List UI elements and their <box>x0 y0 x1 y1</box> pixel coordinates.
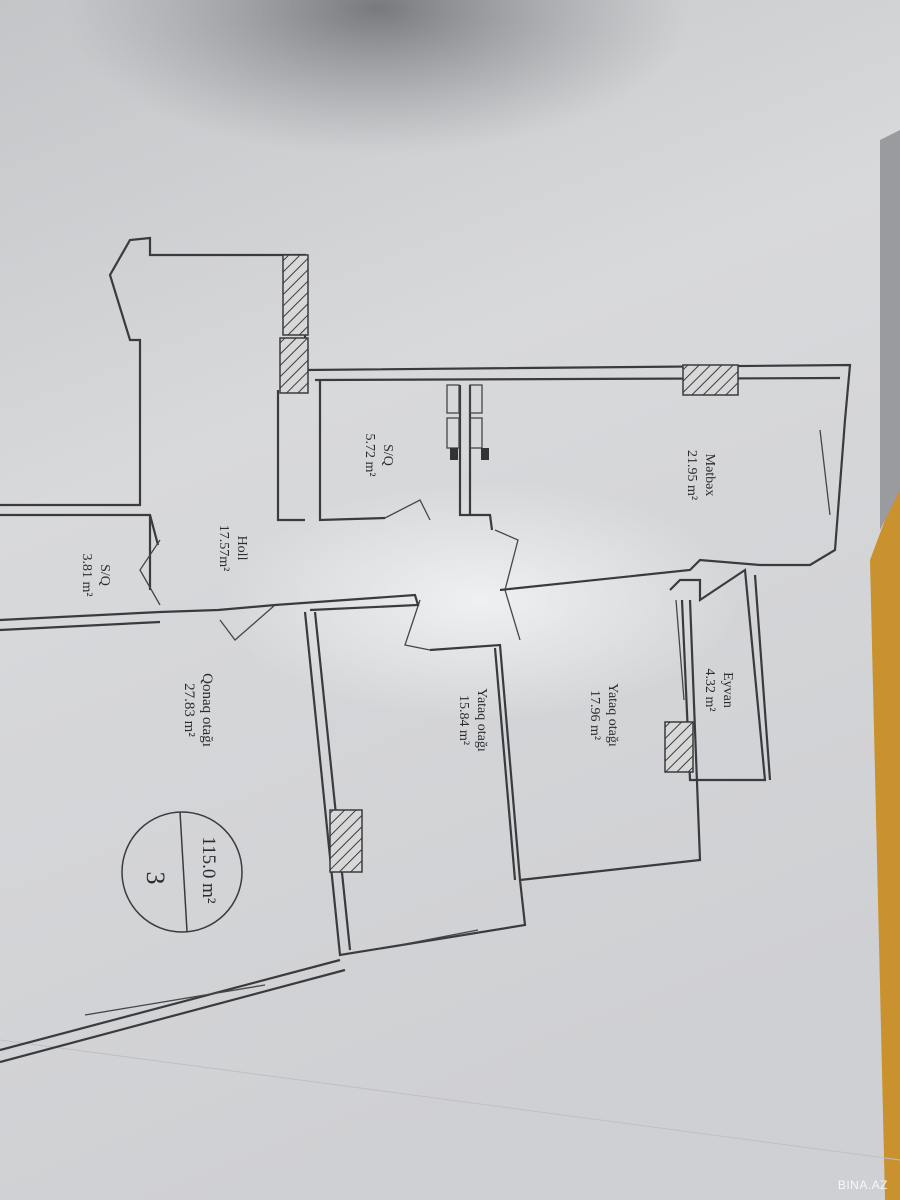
room-labels: S/Q 3.81 m² Holl 17.57m² S/Q 5.72 m² Mət… <box>79 433 735 751</box>
room-name: S/Q <box>97 564 112 586</box>
room-area: 17.57m² <box>216 525 231 572</box>
room-area: 3.81 m² <box>79 553 94 596</box>
room-area: 4.32 m² <box>702 668 717 711</box>
room-label-qonaq: Qonaq otağı 27.83 m² <box>181 673 215 747</box>
room-label-eyvan: Eyvan 4.32 m² <box>702 668 735 711</box>
room-area: 5.72 m² <box>362 433 377 476</box>
total-area: 115.0 m² <box>198 836 219 904</box>
room-area: 17.96 m² <box>587 690 602 740</box>
shadow <box>0 0 900 420</box>
room-name: Mətbəx <box>702 454 717 497</box>
room-area: 21.95 m² <box>684 450 699 500</box>
walls <box>0 236 852 1064</box>
structural-columns <box>279 254 739 873</box>
apartment-badge: 115.0 m² 3 <box>121 811 243 933</box>
light-glare <box>220 480 740 720</box>
room-name: Yataq otağı <box>605 683 620 747</box>
room-name: Qonaq otağı <box>199 673 215 747</box>
room-label-metbex: Mətbəx 21.95 m² <box>684 450 717 500</box>
room-label-sq: S/Q 5.72 m² <box>362 433 395 476</box>
room-name: Yataq otağı <box>474 688 489 752</box>
room-label-yataq-1: Yataq otağı 15.84 m² <box>456 688 489 752</box>
rooms-count: 3 <box>141 872 170 885</box>
room-area: 27.83 m² <box>181 683 197 737</box>
room-area: 15.84 m² <box>456 695 471 745</box>
watermark: BINA.AZ <box>837 1178 888 1192</box>
room-name: Holl <box>234 536 249 561</box>
paper-fold <box>0 1039 900 1161</box>
room-label-holl: Holl 17.57m² <box>216 525 249 572</box>
room-name: S/Q <box>380 444 395 466</box>
room-label-yataq-2: Yataq otağı 17.96 m² <box>587 683 620 747</box>
wooden-table-edge <box>870 480 900 1200</box>
room-name: Eyvan <box>720 672 735 708</box>
room-label-sq-small: S/Q 3.81 m² <box>79 553 112 596</box>
